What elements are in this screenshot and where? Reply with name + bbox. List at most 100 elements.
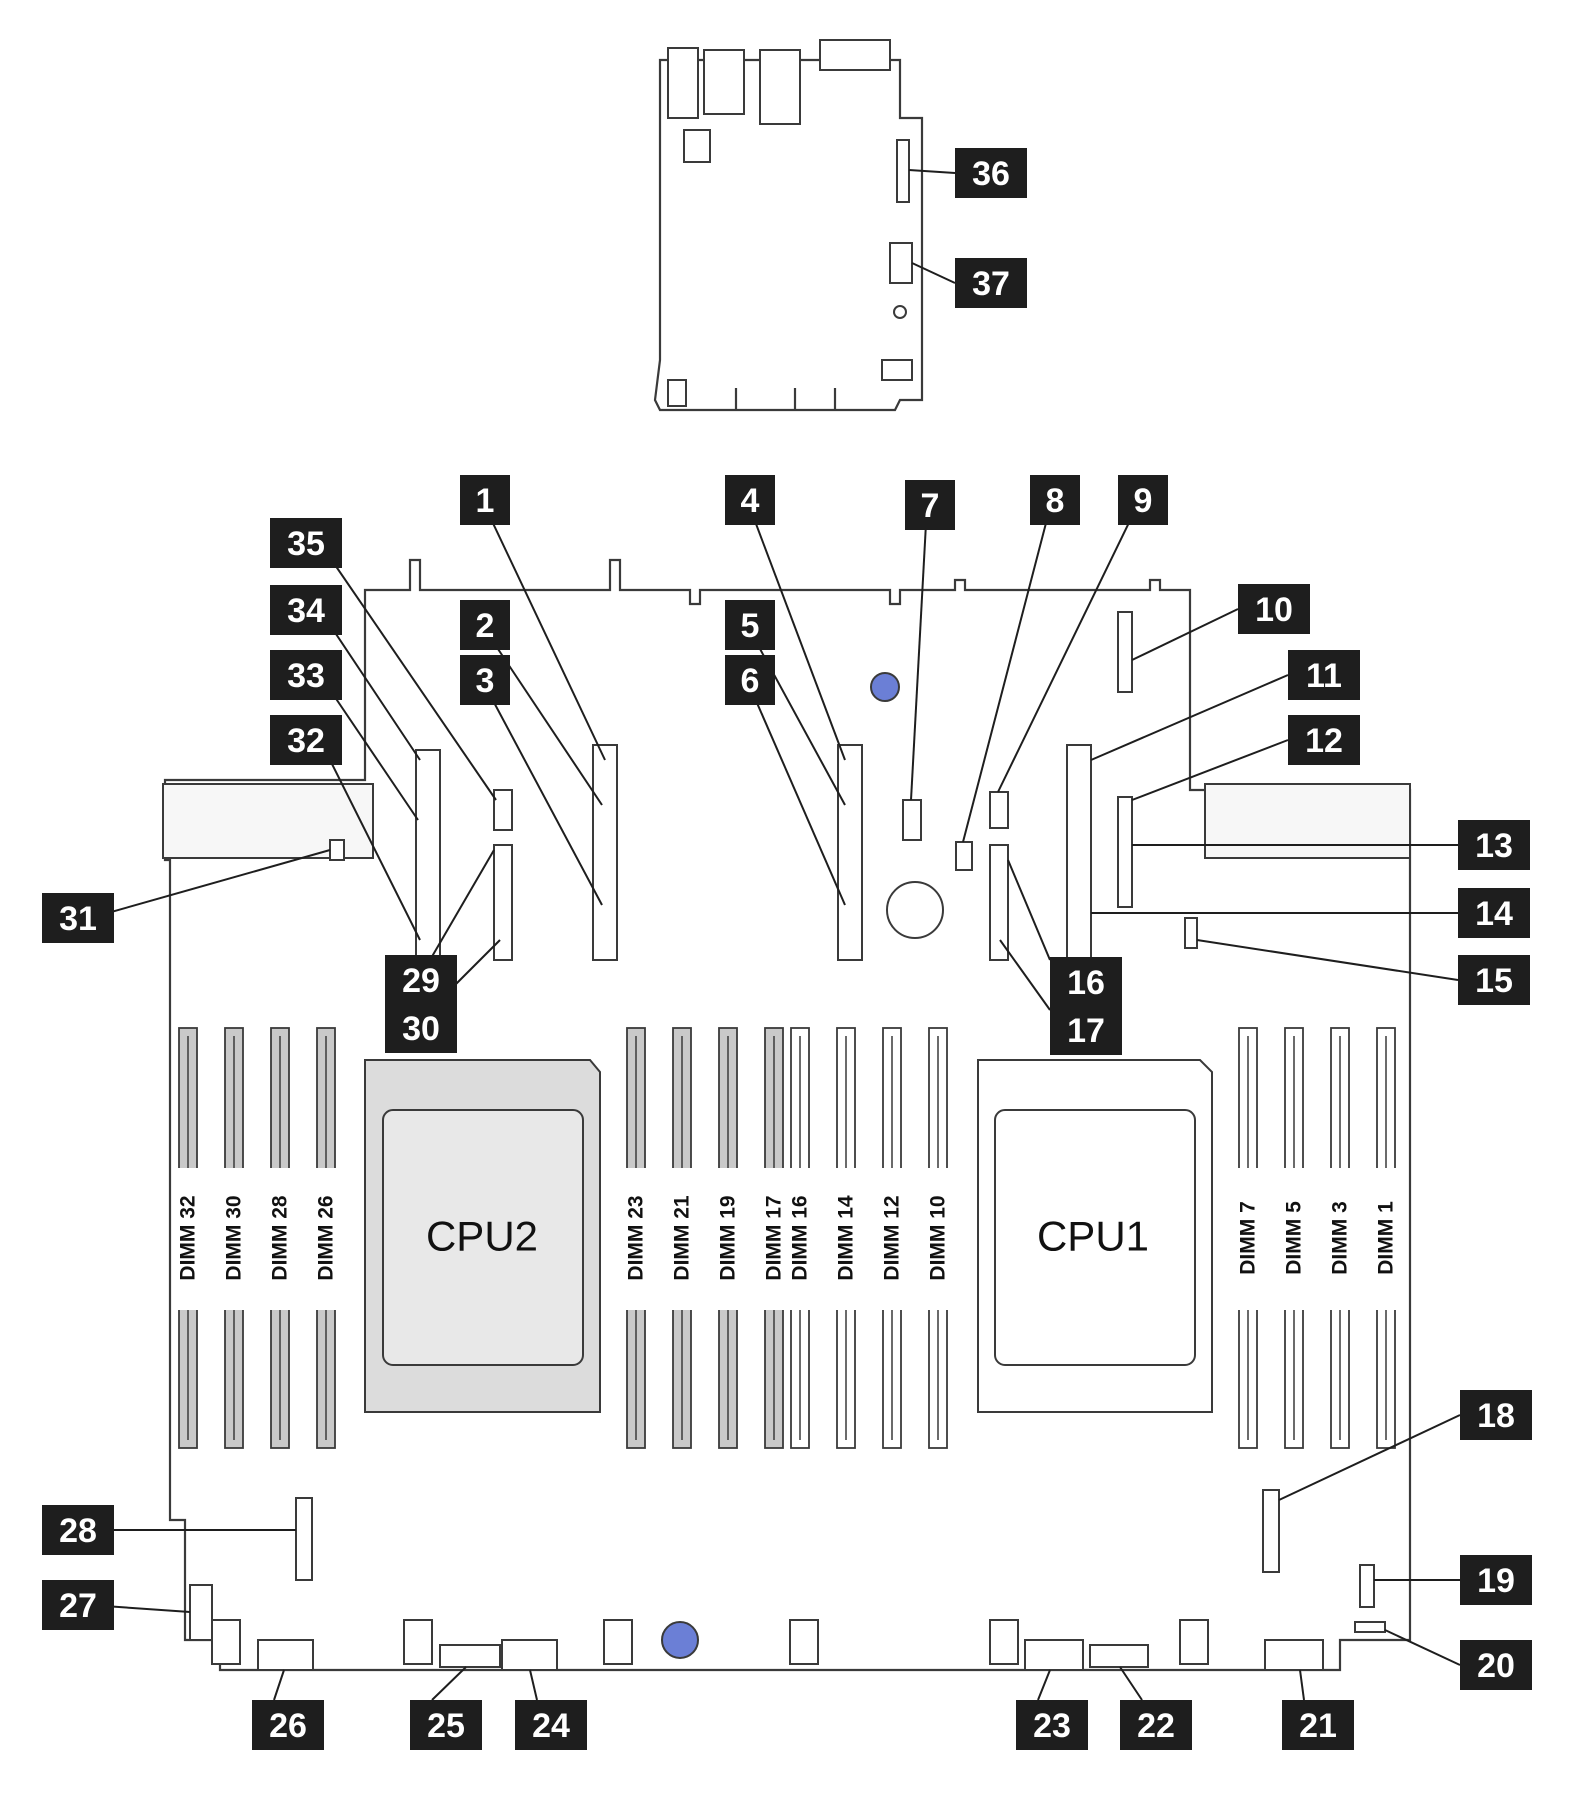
leader-line — [89, 849, 331, 919]
callout-23: 23 — [1016, 1700, 1088, 1750]
cmos-battery — [886, 881, 944, 939]
callout-number: 15 — [1475, 962, 1513, 1000]
leader-line — [1131, 608, 1239, 661]
leader-line — [962, 499, 1053, 843]
rear-io-board — [653, 39, 924, 412]
callout-3: 3 — [460, 655, 510, 705]
callout-number: 8 — [1046, 482, 1065, 520]
connector-18-shape — [1262, 1489, 1280, 1573]
dimm-label: DIMM 7 — [1237, 1201, 1260, 1275]
dimm-label: DIMM 17 — [763, 1195, 786, 1280]
callout-35: 35 — [270, 518, 342, 568]
callout-20: 20 — [1460, 1640, 1532, 1690]
callout-number: 4 — [741, 482, 760, 520]
callout-number: 16 — [1067, 964, 1105, 1002]
dimm-label: DIMM 10 — [927, 1195, 950, 1280]
callout-12: 12 — [1288, 715, 1360, 765]
dimm-label: DIMM 30 — [223, 1195, 246, 1280]
rear-usb-stack — [759, 49, 801, 125]
callout-8: 8 — [1030, 475, 1080, 525]
callout-18: 18 — [1460, 1390, 1532, 1440]
connector-28-shape — [295, 1497, 313, 1581]
connector-23-shape — [1024, 1639, 1084, 1671]
callout-number: 25 — [427, 1707, 465, 1745]
dimm-slot: DIMM 5 — [1282, 1027, 1306, 1449]
callout-number: 13 — [1475, 827, 1513, 865]
callout-21: 21 — [1282, 1700, 1354, 1750]
connector-35-shape — [493, 789, 513, 831]
callout-number: 30 — [402, 1010, 440, 1048]
dimm-slot: DIMM 7 — [1236, 1027, 1260, 1449]
leader-line — [1278, 1414, 1461, 1501]
cpu2-heatspreader — [382, 1109, 584, 1366]
callout-31: 31 — [42, 893, 114, 943]
callout-37: 37 — [955, 258, 1027, 308]
fan-connector — [789, 1619, 819, 1665]
callout-11: 11 — [1288, 650, 1360, 700]
micro-sd-slot — [683, 129, 711, 163]
leader-line — [911, 262, 956, 284]
callout-number: 28 — [59, 1512, 97, 1550]
callout-4: 4 — [725, 475, 775, 525]
callout-number: 10 — [1255, 591, 1293, 629]
callout-number: 18 — [1477, 1397, 1515, 1435]
cpu1-heatspreader — [994, 1109, 1196, 1366]
callout-number: 35 — [287, 525, 325, 563]
cpu1-label: CPU1 — [1037, 1213, 1149, 1260]
callout-number: 22 — [1137, 1707, 1175, 1745]
leader-line — [910, 504, 928, 801]
callout-number: 5 — [741, 607, 760, 645]
thumbscrew-icon — [870, 672, 900, 702]
leader-line — [529, 1669, 538, 1701]
cpu2-socket: CPU2 — [364, 1059, 601, 1413]
leader-line — [273, 1669, 285, 1701]
callout-24: 24 — [515, 1700, 587, 1750]
callout-5: 5 — [725, 600, 775, 650]
callout-number: 11 — [1306, 657, 1342, 695]
callout-32: 32 — [270, 715, 342, 765]
dimm-slot: DIMM 10 — [926, 1027, 950, 1449]
callout-16: 16 — [1050, 957, 1122, 1007]
leader-line — [431, 1666, 467, 1701]
dimm-slot: DIMM 17 — [762, 1027, 786, 1449]
fan-connector — [1179, 1619, 1209, 1665]
callout-2: 2 — [460, 600, 510, 650]
leader-line — [481, 499, 606, 761]
rear-usb-connector — [667, 47, 699, 119]
callout-25: 25 — [410, 1700, 482, 1750]
dimm-slot: DIMM 3 — [1328, 1027, 1352, 1449]
leader-line — [999, 939, 1051, 1011]
dimm-label: DIMM 26 — [315, 1195, 338, 1280]
callout-14: 14 — [1458, 888, 1530, 938]
callout-number: 37 — [972, 265, 1010, 303]
dimm-slot: DIMM 21 — [670, 1027, 694, 1449]
callout-27: 27 — [42, 1580, 114, 1630]
connector-22-shape — [1089, 1644, 1149, 1668]
callout-34: 34 — [270, 585, 342, 635]
callout-13: 13 — [1458, 820, 1530, 870]
callout-number: 14 — [1475, 895, 1513, 933]
rear-vga-connector — [819, 39, 891, 71]
leader-line — [429, 849, 495, 961]
callout-number: 26 — [269, 1707, 307, 1745]
connector-21-shape — [1264, 1639, 1324, 1671]
connector-15-shape — [1184, 917, 1198, 949]
right-power-area — [1204, 783, 1411, 859]
fan-connector — [403, 1619, 433, 1665]
callout-1: 1 — [460, 475, 510, 525]
connector-37-shape — [889, 242, 913, 284]
board-components — [189, 611, 1386, 1671]
fan-connector — [603, 1619, 633, 1665]
leader-line — [319, 542, 497, 801]
connector-12-shape — [1117, 796, 1133, 908]
callout-number: 31 — [59, 900, 97, 938]
dimm-slot: DIMM 19 — [716, 1027, 740, 1449]
dimm-label: DIMM 12 — [881, 1195, 904, 1280]
dimm-slot: DIMM 30 — [222, 1027, 246, 1449]
dimm-label: DIMM 19 — [717, 1195, 740, 1280]
callout-30: 30 — [385, 1003, 457, 1053]
connector-19-shape — [1359, 1564, 1375, 1608]
leader-line — [997, 499, 1141, 793]
